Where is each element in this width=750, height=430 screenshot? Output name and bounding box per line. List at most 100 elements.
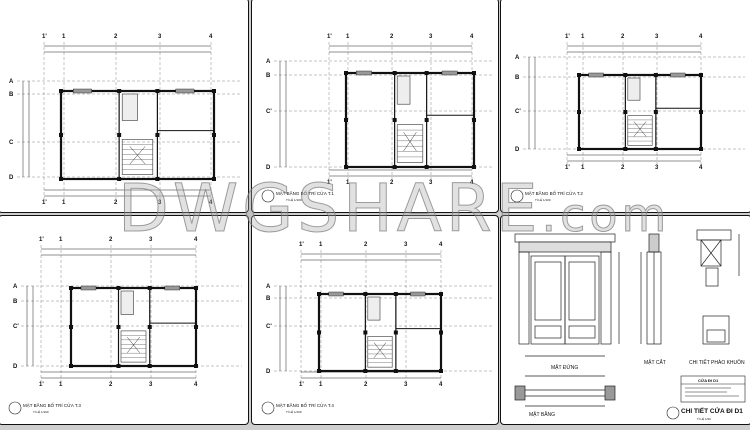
structural-column bbox=[577, 147, 581, 151]
axis-label-column: 1' bbox=[565, 34, 570, 40]
axis-label-column: 2 bbox=[114, 34, 118, 40]
axis-label-row: A bbox=[9, 79, 14, 85]
axis-label-column: 3 bbox=[404, 242, 408, 248]
window bbox=[73, 88, 92, 94]
axis-label-column: 1 bbox=[581, 165, 585, 171]
structural-column bbox=[317, 369, 321, 373]
title-marker-icon bbox=[261, 189, 275, 203]
axis-label-column: 1' bbox=[42, 34, 47, 40]
axis-label-column: 1 bbox=[346, 34, 350, 40]
axis-label-row: A bbox=[266, 284, 271, 290]
structural-column bbox=[116, 325, 121, 329]
stair-void bbox=[127, 336, 140, 353]
structural-column bbox=[212, 89, 216, 93]
axis-label-column: 3 bbox=[149, 237, 153, 243]
structural-column bbox=[194, 364, 198, 368]
axis-label-column: 2 bbox=[364, 382, 368, 388]
axis-label-row: A bbox=[266, 59, 271, 65]
structural-column bbox=[117, 89, 122, 93]
axis-label-row: B bbox=[266, 296, 271, 302]
structural-column bbox=[699, 73, 703, 77]
panel-door-detail-d1: MẶT ĐỨNG MẶT CẮT CHI TIẾT PHÀO KHUÔN MẶT… bbox=[500, 215, 750, 425]
axis-label-column: 1 bbox=[59, 382, 63, 388]
window bbox=[670, 72, 686, 78]
door-panel bbox=[568, 325, 596, 339]
stair-void bbox=[633, 121, 647, 137]
structural-column bbox=[392, 118, 397, 122]
axis-label-column: 2 bbox=[621, 165, 625, 171]
door-section bbox=[640, 233, 662, 345]
structural-column bbox=[653, 147, 658, 151]
window bbox=[164, 285, 180, 291]
structural-column bbox=[194, 286, 198, 290]
door-panel bbox=[534, 325, 562, 339]
axis-label-row: C' bbox=[515, 109, 521, 115]
plan-grid bbox=[17, 42, 242, 200]
axis-label-row: D bbox=[266, 369, 271, 375]
structural-column bbox=[344, 71, 348, 75]
wc-room bbox=[121, 93, 138, 121]
structural-column bbox=[653, 73, 658, 77]
axis-label-row: B bbox=[9, 92, 14, 98]
window bbox=[328, 291, 344, 297]
structural-column bbox=[147, 286, 152, 290]
axis-label-column: 4 bbox=[439, 382, 443, 388]
staircase bbox=[396, 124, 424, 163]
panel-scale: TỈ LỆ 1/100 bbox=[286, 409, 302, 414]
panel-title: MẶT BẰNG BỐ TRÍ CỬA T.4 bbox=[276, 401, 334, 408]
staircase bbox=[120, 330, 147, 363]
plan-grid bbox=[274, 250, 492, 382]
stair-void bbox=[129, 146, 146, 165]
door-panel bbox=[534, 261, 562, 321]
axis-label-column: 1' bbox=[39, 237, 44, 243]
staircase bbox=[367, 336, 393, 368]
axis-label-column: 2 bbox=[390, 180, 394, 186]
panel-title: MẶT BẰNG BỐ TRÍ CỬA T.3 bbox=[23, 401, 81, 408]
axis-label-column: 2 bbox=[114, 200, 118, 206]
axis-label-column: 1 bbox=[62, 34, 66, 40]
axis-label-column: 4 bbox=[470, 34, 474, 40]
door-plan bbox=[514, 375, 616, 407]
structural-column bbox=[392, 165, 397, 169]
axis-label-column: 4 bbox=[194, 237, 198, 243]
structural-column bbox=[472, 71, 476, 75]
window bbox=[588, 72, 604, 78]
title-marker-icon bbox=[261, 401, 275, 415]
axis-label-column: 2 bbox=[109, 237, 113, 243]
structural-column bbox=[147, 364, 152, 368]
structural-column bbox=[472, 165, 476, 169]
door-detail-drawing: MẶT ĐỨNG MẶT CẮT CHI TIẾT PHÀO KHUÔN MẶT… bbox=[514, 229, 746, 421]
axis-label-column: 4 bbox=[439, 242, 443, 248]
structural-column bbox=[59, 133, 63, 137]
plan-grid bbox=[21, 245, 242, 382]
axis-label-column: 3 bbox=[404, 382, 408, 388]
structural-column bbox=[212, 177, 216, 181]
window bbox=[410, 291, 426, 297]
axis-label-column: 4 bbox=[209, 34, 213, 40]
axis-label-column: 3 bbox=[158, 34, 162, 40]
structural-column bbox=[439, 292, 443, 296]
structural-column bbox=[344, 165, 348, 169]
structural-column bbox=[155, 133, 160, 137]
elevation-label: MẶT ĐỨNG bbox=[551, 364, 578, 371]
structural-column bbox=[59, 177, 63, 181]
molding-detail bbox=[696, 229, 740, 345]
structural-column bbox=[212, 133, 216, 137]
structural-column bbox=[699, 110, 703, 114]
axis-label-column: 3 bbox=[429, 180, 433, 186]
door-leaf-right bbox=[564, 255, 600, 345]
structural-column bbox=[116, 286, 121, 290]
axis-label-row: D bbox=[9, 175, 14, 181]
axis-label-column: 3 bbox=[655, 165, 659, 171]
structural-column bbox=[363, 292, 368, 296]
structural-column bbox=[439, 330, 443, 335]
axis-label-row: D bbox=[515, 147, 520, 153]
title-marker-icon bbox=[666, 406, 680, 420]
axis-label-column: 2 bbox=[364, 242, 368, 248]
